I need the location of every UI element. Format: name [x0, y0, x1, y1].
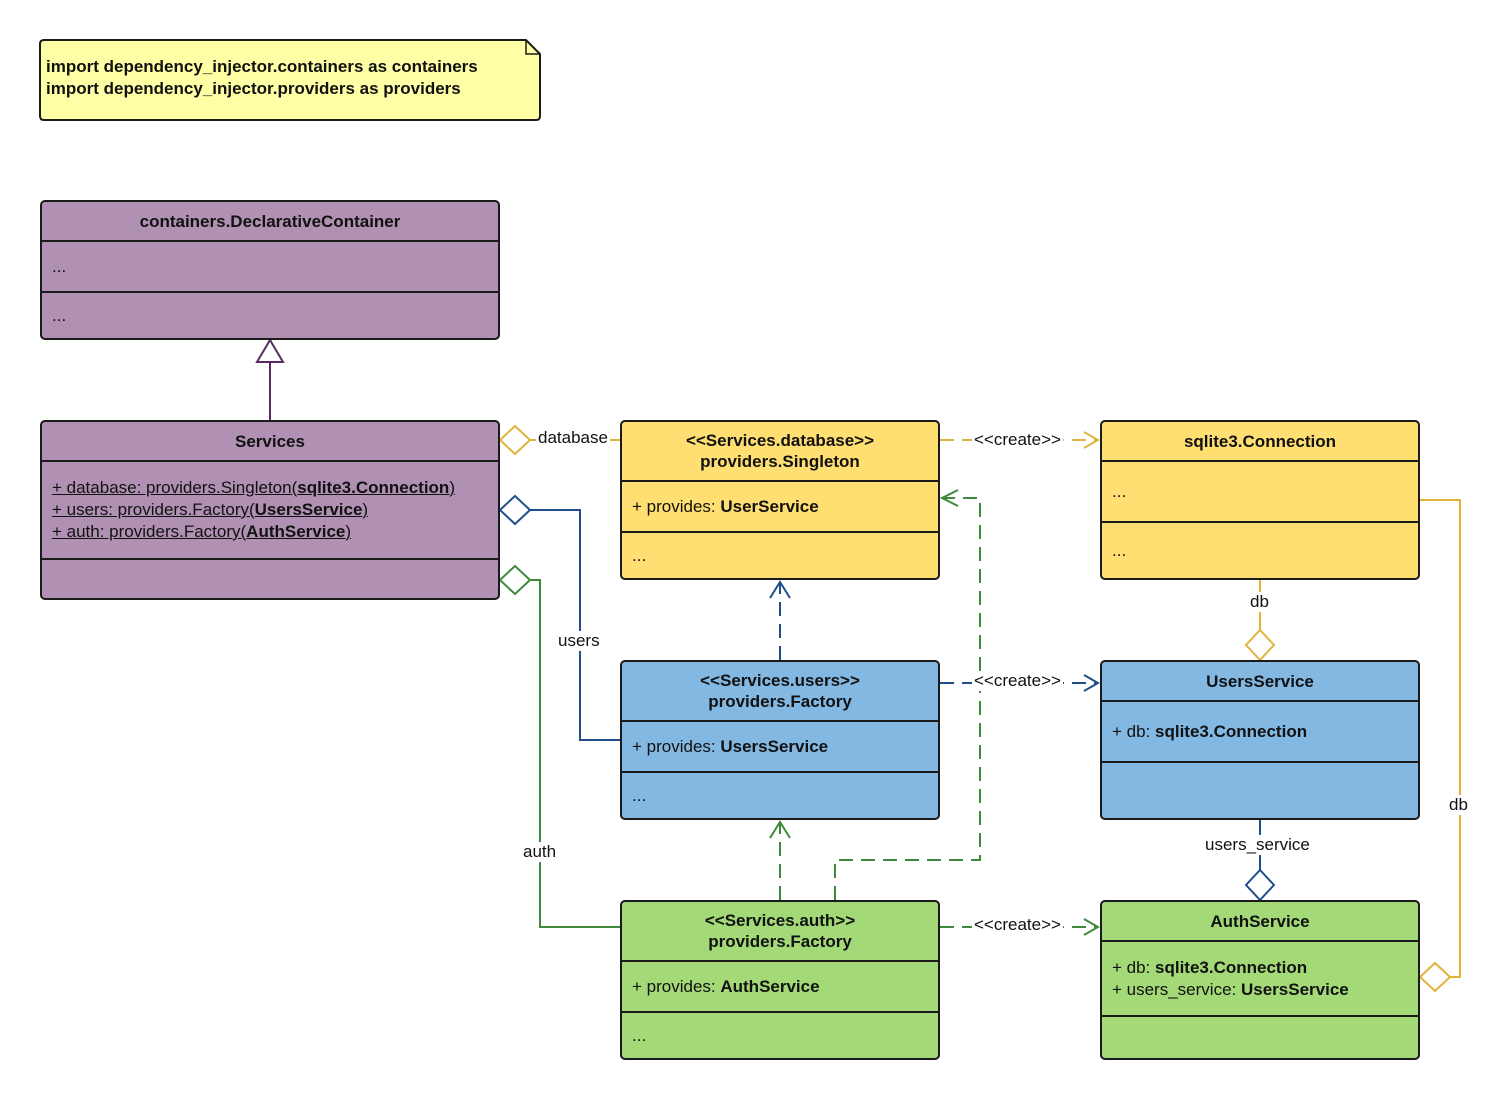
auth-factory-provider-class[interactable]: <<Services.auth>> providers.Factory + pr…	[620, 900, 940, 1060]
class-attributes: + provides: UserService	[622, 480, 938, 531]
class-attributes: + database: providers.Singleton(sqlite3.…	[42, 460, 498, 558]
create-label: <<create>>	[972, 915, 1063, 935]
import-note: import dependency_injector.containers as…	[40, 40, 540, 120]
class-methods: ...	[1102, 521, 1418, 578]
db-label: db	[1248, 592, 1271, 612]
users-service-label: users_service	[1203, 835, 1312, 855]
class-attributes: + db: sqlite3.Connection + users_service…	[1102, 940, 1418, 1015]
class-methods	[1102, 1015, 1418, 1058]
class-attributes: + provides: AuthService	[622, 960, 938, 1011]
class-methods: ...	[42, 291, 498, 338]
class-attributes: + provides: UsersService	[622, 720, 938, 771]
class-title: <<Services.auth>> providers.Factory	[622, 902, 938, 960]
class-title: sqlite3.Connection	[1183, 431, 1337, 451]
database-attribute: + database: providers.Singleton(sqlite3.…	[52, 478, 455, 497]
inheritance-arrowhead	[255, 338, 285, 363]
class-methods: ...	[622, 771, 938, 818]
sqlite-connection-class[interactable]: sqlite3.Connection ... ...	[1100, 420, 1420, 580]
auth-attribute: + auth: providers.Factory(AuthService)	[52, 522, 352, 541]
class-title: AuthService	[1210, 911, 1310, 931]
users-factory-provider-class[interactable]: <<Services.users>> providers.Factory + p…	[620, 660, 940, 820]
note-line: import dependency_injector.providers as …	[46, 79, 461, 98]
users-to-singleton-arrowhead	[769, 580, 791, 599]
users-aggregation-line	[530, 509, 620, 741]
class-attributes: + db: sqlite3.Connection	[1102, 700, 1418, 761]
create-users-arrowhead	[1083, 674, 1101, 692]
database-aggregation-diamond	[498, 424, 532, 456]
class-name: providers.Factory	[708, 932, 852, 951]
singleton-provider-class[interactable]: <<Services.database>> providers.Singleto…	[620, 420, 940, 580]
note-line: import dependency_injector.containers as…	[46, 57, 478, 76]
declarative-container-class[interactable]: containers.DeclarativeContainer ... ...	[40, 200, 500, 340]
stereotype: <<Services.database>>	[685, 431, 875, 450]
users-label: users	[556, 631, 602, 651]
class-title: <<Services.database>> providers.Singleto…	[622, 422, 938, 480]
auth-label: auth	[521, 842, 559, 862]
auth-to-singleton-line	[834, 497, 981, 900]
stereotype: <<Services.users>>	[700, 671, 860, 690]
auth-aggregation-line	[530, 579, 620, 928]
class-name: providers.Factory	[708, 692, 852, 711]
create-auth-arrowhead	[1083, 918, 1101, 936]
note-shape	[39, 39, 541, 121]
create-label: <<create>>	[972, 430, 1063, 450]
db-label: db	[1447, 795, 1470, 815]
services-class[interactable]: Services + database: providers.Singleton…	[40, 420, 500, 600]
users-service-class[interactable]: UsersService + db: sqlite3.Connection	[1100, 660, 1420, 820]
stereotype: <<Services.auth>>	[704, 911, 856, 930]
auth-to-singleton-arrowhead	[939, 489, 959, 507]
db-auth-line	[1420, 499, 1461, 978]
users-aggregation-diamond	[498, 494, 532, 526]
database-label: database	[536, 428, 610, 448]
db-auth-diamond	[1418, 961, 1452, 993]
class-title: containers.DeclarativeContainer	[139, 211, 401, 231]
create-connection-arrowhead	[1083, 431, 1101, 449]
auth-aggregation-diamond	[498, 564, 532, 596]
class-methods: ...	[622, 1011, 938, 1058]
note-fold	[525, 40, 540, 55]
class-title: Services	[235, 431, 305, 451]
class-attributes: ...	[42, 240, 498, 291]
class-title: <<Services.users>> providers.Factory	[622, 662, 938, 720]
class-methods	[42, 558, 498, 598]
db-users-diamond	[1244, 628, 1276, 662]
class-title: UsersService	[1206, 671, 1314, 691]
class-attributes: ...	[1102, 460, 1418, 521]
class-methods	[1102, 761, 1418, 818]
auth-service-class[interactable]: AuthService + db: sqlite3.Connection + u…	[1100, 900, 1420, 1060]
auth-to-users-arrowhead	[769, 820, 791, 839]
users-attribute: + users: providers.Factory(UsersService)	[52, 500, 369, 519]
users-service-diamond	[1244, 868, 1276, 902]
class-methods: ...	[622, 531, 938, 578]
class-name: providers.Singleton	[700, 452, 860, 471]
create-label: <<create>>	[972, 671, 1063, 691]
